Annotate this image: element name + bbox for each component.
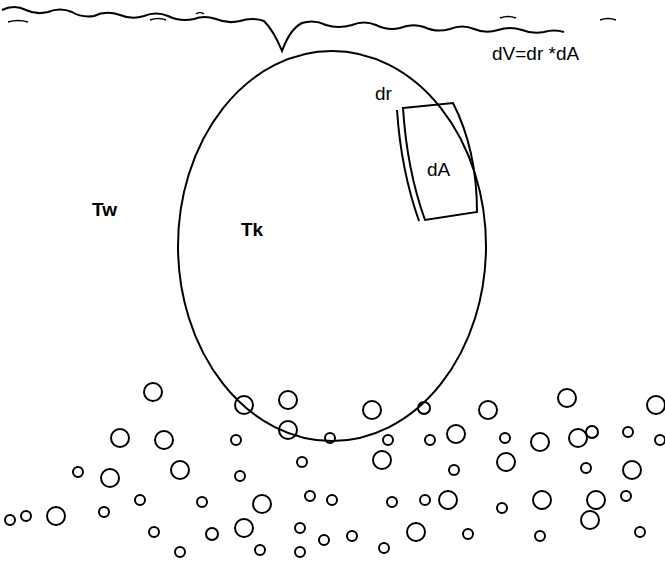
water-temperature-label: Tw: [92, 200, 117, 221]
node-text: Tk: [241, 220, 263, 241]
water-surface: [2, 7, 564, 51]
thickness-label: dr: [375, 84, 392, 105]
body-ellipse-outline: [177, 50, 487, 442]
body-ellipse: Tk dA: [177, 50, 487, 442]
element-outline: [397, 103, 477, 221]
gas-bubbles: [5, 383, 665, 557]
node-text: dA: [427, 160, 450, 181]
formula-label: dV=dr *dA: [492, 44, 579, 65]
water-ripple: [8, 13, 616, 23]
volume-element: dA: [395, 100, 481, 224]
ellipse-outline: [178, 51, 486, 441]
